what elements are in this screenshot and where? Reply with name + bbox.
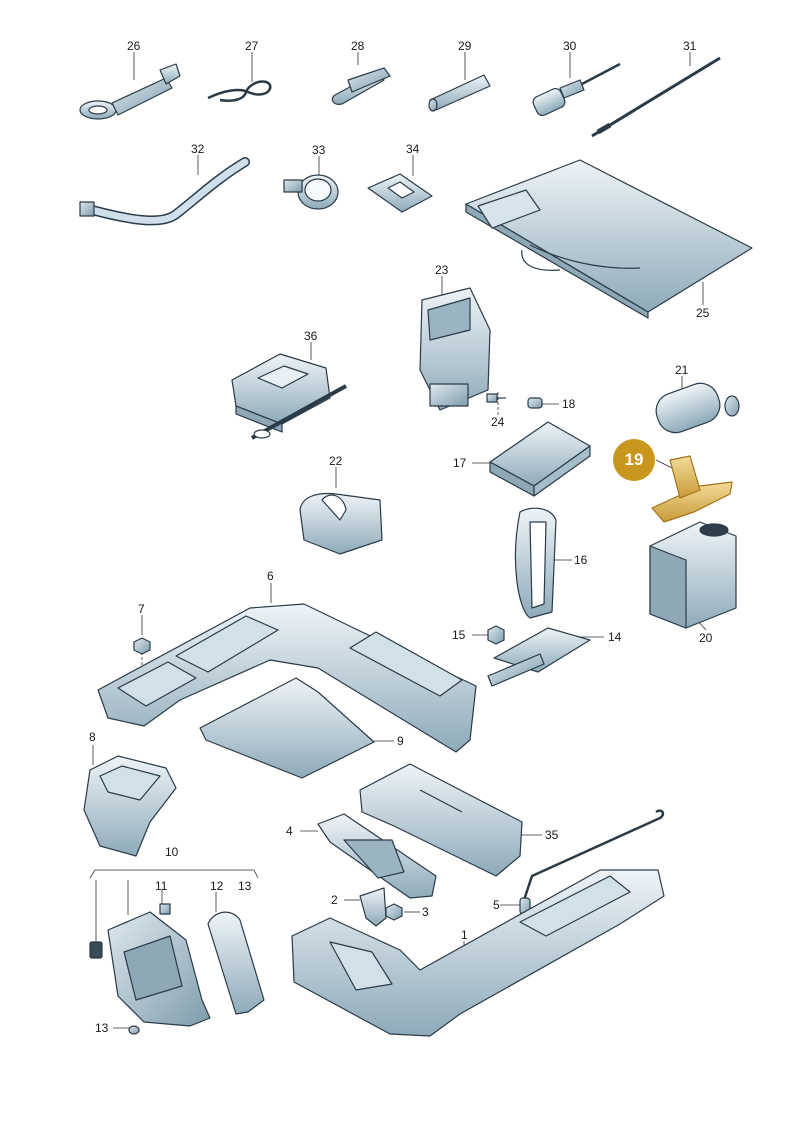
label-32: 32	[191, 142, 205, 156]
label-26: 26	[127, 39, 141, 53]
part-13-nut-lower	[128, 1025, 140, 1035]
label-12: 12	[210, 879, 224, 893]
part-22-foam-pad	[299, 492, 383, 555]
label-30: 30	[563, 39, 577, 53]
label-15: 15	[452, 628, 466, 642]
part-9-mat	[199, 677, 375, 779]
label-20: 20	[699, 631, 713, 645]
part-23-tool-holder	[419, 287, 491, 411]
part-1-foam-tray	[291, 869, 665, 1037]
part-36-repair-kit	[231, 353, 347, 440]
part-6-storage-tray	[97, 603, 477, 753]
label-18: 18	[562, 397, 576, 411]
label-34: 34	[406, 142, 420, 156]
part-11-bolt	[159, 903, 171, 915]
part-13-clip-upper	[89, 941, 103, 959]
label-2: 2	[331, 893, 338, 907]
label-27: 27	[245, 39, 259, 53]
highlight-badge-19: 19	[613, 439, 655, 481]
part-30-screwdriver	[532, 62, 621, 117]
label-13-top: 13	[238, 879, 252, 893]
part-26-wheel-bolt-wrench	[79, 63, 181, 120]
part-12-cover	[207, 911, 265, 1015]
part-14-mounting-bracket	[487, 627, 591, 687]
part-18-clip	[527, 397, 543, 409]
label-1: 1	[461, 928, 468, 942]
label-5: 5	[493, 898, 500, 912]
label-23: 23	[435, 263, 449, 277]
part-21-cylinder	[655, 382, 740, 434]
label-33: 33	[312, 143, 326, 157]
part-17-holder-block	[489, 421, 591, 497]
part-8-storage-bin	[83, 755, 177, 857]
label-13-bottom: 13	[95, 1021, 109, 1035]
label-24: 24	[491, 415, 505, 429]
label-9: 9	[397, 734, 404, 748]
part-10-holder-assembly	[107, 911, 211, 1027]
part-33-pressure-gauge	[283, 174, 339, 210]
part-7-nut	[133, 637, 151, 655]
label-25: 25	[696, 306, 710, 320]
part-28-hook-clip	[331, 67, 391, 105]
part-20-battery	[649, 521, 737, 629]
label-14: 14	[608, 630, 622, 644]
part-16-strap	[514, 507, 557, 619]
label-28: 28	[351, 39, 365, 53]
part-31-rod	[591, 56, 721, 138]
part-5-tow-rod	[519, 809, 665, 915]
part-35-tool-pouch	[359, 763, 523, 877]
part-3-nut	[385, 903, 403, 921]
label-3: 3	[422, 905, 429, 919]
part-19-bracket-highlighted	[651, 455, 733, 523]
label-22: 22	[329, 454, 343, 468]
label-10: 10	[165, 845, 179, 859]
label-11: 11	[155, 879, 168, 893]
part-4-jack	[317, 813, 437, 899]
label-16: 16	[574, 553, 588, 567]
part-34-mounting-plate	[367, 173, 433, 213]
label-4: 4	[286, 824, 293, 838]
label-21: 21	[675, 363, 689, 377]
label-6: 6	[267, 569, 274, 583]
part-24-bolt	[486, 393, 506, 403]
label-31: 31	[683, 39, 697, 53]
part-2-jack-bracket	[359, 887, 387, 927]
label-8: 8	[89, 730, 96, 744]
label-35: 35	[545, 828, 559, 842]
label-29: 29	[458, 39, 472, 53]
part-29-pin	[428, 74, 491, 112]
part-32-air-hose	[79, 157, 250, 226]
label-17: 17	[453, 456, 467, 470]
part-25-floor-cover	[465, 159, 753, 319]
label-7: 7	[138, 602, 145, 616]
label-36: 36	[304, 329, 318, 343]
part-27-spring-clip	[207, 80, 272, 102]
part-15-nut	[487, 625, 505, 645]
